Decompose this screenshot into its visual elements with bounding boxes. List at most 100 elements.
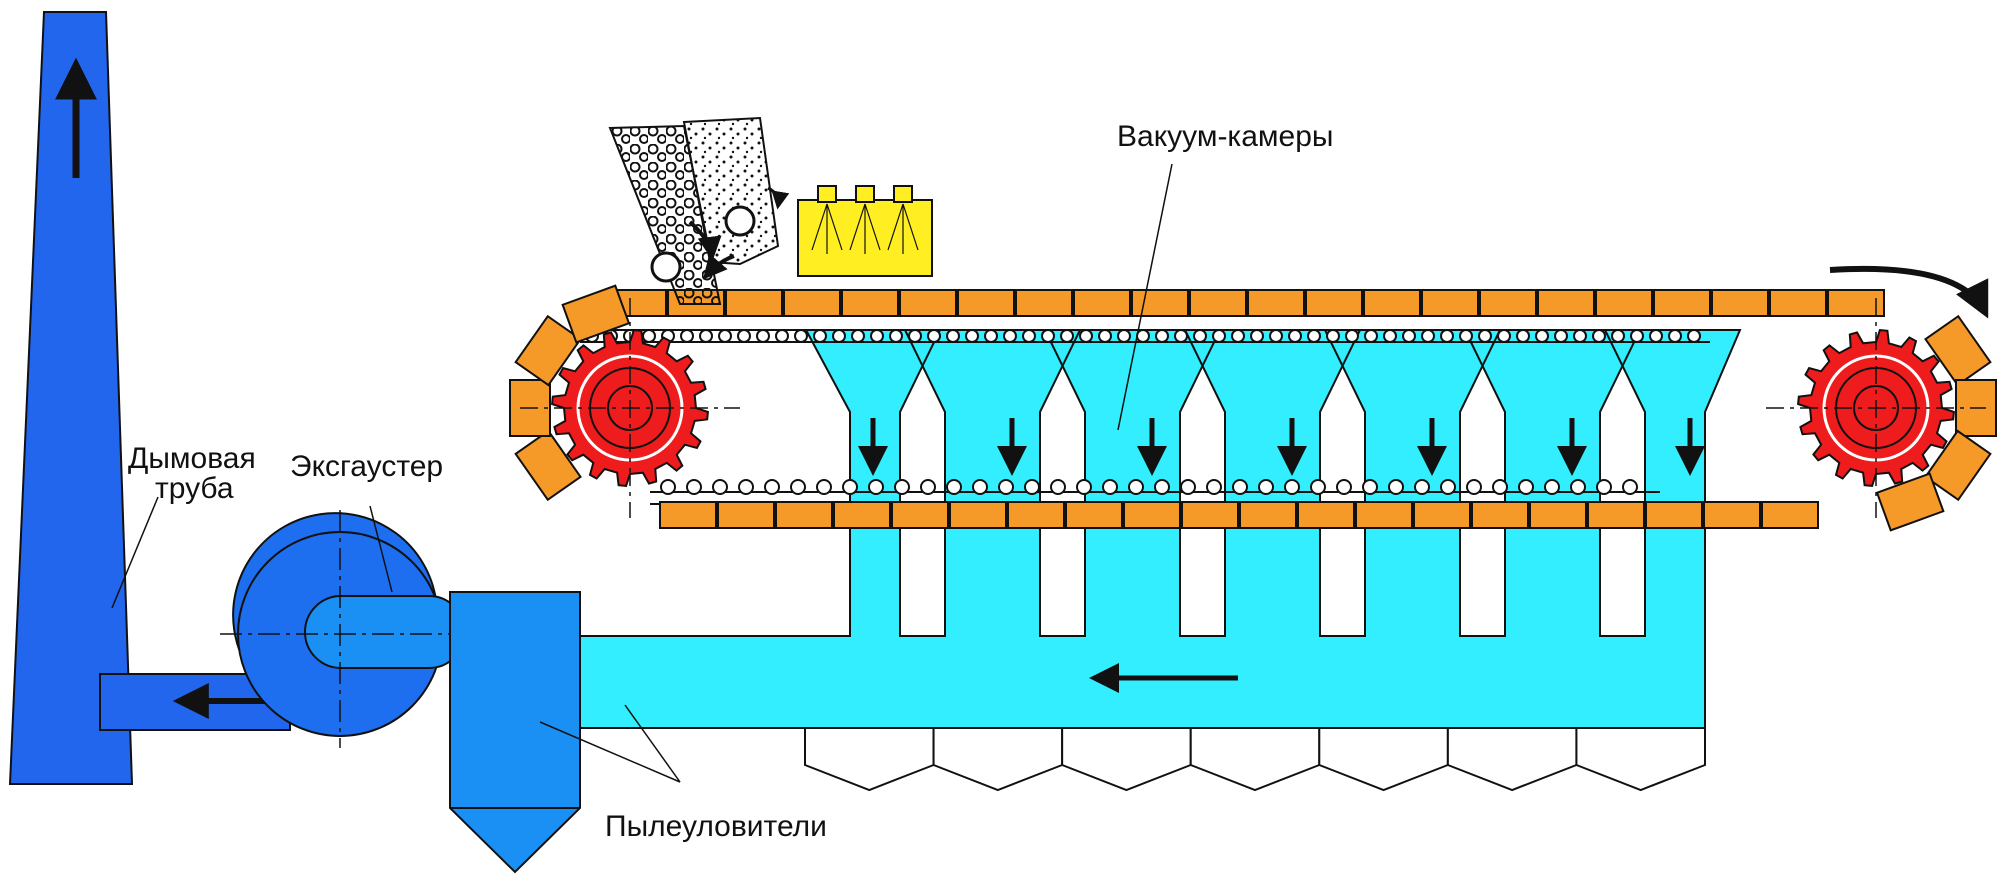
roller bbox=[1388, 479, 1404, 495]
roller bbox=[1497, 329, 1511, 343]
roller bbox=[1414, 479, 1430, 495]
roller bbox=[816, 479, 832, 495]
pallet bbox=[1529, 501, 1587, 529]
roller bbox=[851, 329, 865, 343]
roller bbox=[790, 479, 806, 495]
pallet bbox=[1073, 289, 1131, 317]
pallet bbox=[1239, 501, 1297, 529]
roller bbox=[712, 479, 728, 495]
chamber-arrows bbox=[858, 418, 1705, 476]
roller bbox=[1687, 329, 1701, 343]
roller bbox=[1060, 329, 1074, 343]
roller bbox=[680, 329, 694, 343]
pallet bbox=[659, 501, 717, 529]
pallet bbox=[1479, 289, 1537, 317]
pallet bbox=[1305, 289, 1363, 317]
pallet bbox=[1123, 501, 1181, 529]
roller bbox=[1079, 329, 1093, 343]
roller bbox=[775, 329, 789, 343]
roller bbox=[1307, 329, 1321, 343]
pallet bbox=[1131, 289, 1189, 317]
vacuum-chambers-label: Вакуум-камеры bbox=[1117, 120, 1333, 153]
roller bbox=[1573, 329, 1587, 343]
roller bbox=[686, 479, 702, 495]
pallet bbox=[783, 289, 841, 317]
dust-collector bbox=[449, 591, 581, 874]
roller bbox=[1336, 479, 1352, 495]
pallet bbox=[1413, 501, 1471, 529]
roller bbox=[718, 329, 732, 343]
pallet bbox=[1711, 289, 1769, 317]
roller bbox=[1622, 479, 1638, 495]
roller bbox=[1155, 329, 1169, 343]
pallet bbox=[1471, 501, 1529, 529]
roller bbox=[1117, 329, 1131, 343]
roller bbox=[1383, 329, 1397, 343]
roller bbox=[1098, 329, 1112, 343]
roller bbox=[1212, 329, 1226, 343]
roller bbox=[832, 329, 846, 343]
roller bbox=[1570, 479, 1586, 495]
roller bbox=[1128, 479, 1144, 495]
roller bbox=[1440, 329, 1454, 343]
pallet bbox=[1827, 289, 1885, 317]
pallet bbox=[1297, 501, 1355, 529]
pallet bbox=[717, 501, 775, 529]
roller bbox=[642, 329, 656, 343]
pallet bbox=[1703, 501, 1761, 529]
roller bbox=[1345, 329, 1359, 343]
roller bbox=[946, 329, 960, 343]
roller bbox=[1478, 329, 1492, 343]
pallet bbox=[1924, 429, 1992, 502]
hopper bbox=[1189, 727, 1321, 792]
pallet bbox=[841, 289, 899, 317]
pallet bbox=[725, 289, 783, 317]
roller bbox=[1466, 479, 1482, 495]
roller bbox=[1596, 479, 1612, 495]
roller bbox=[870, 329, 884, 343]
roller bbox=[1421, 329, 1435, 343]
roller bbox=[1231, 329, 1245, 343]
pallet bbox=[899, 289, 957, 317]
pallet bbox=[891, 501, 949, 529]
roller bbox=[1206, 479, 1222, 495]
hopper bbox=[1318, 727, 1449, 792]
pallet bbox=[1363, 289, 1421, 317]
pallet bbox=[1645, 501, 1703, 529]
pallet bbox=[1007, 501, 1065, 529]
roller bbox=[1288, 329, 1302, 343]
roller bbox=[1440, 479, 1456, 495]
pallet bbox=[1587, 501, 1645, 529]
pallet bbox=[1653, 289, 1711, 317]
chimney bbox=[8, 11, 291, 785]
hopper bbox=[804, 727, 935, 792]
sprockets bbox=[509, 284, 1997, 532]
roller bbox=[1041, 329, 1055, 343]
roller bbox=[1668, 329, 1682, 343]
roller bbox=[737, 329, 751, 343]
pallet bbox=[1875, 472, 1945, 532]
roller bbox=[1180, 479, 1196, 495]
roller bbox=[1611, 329, 1625, 343]
roller bbox=[1649, 329, 1663, 343]
pallet bbox=[1189, 289, 1247, 317]
exhauster-label: Эксгаустер bbox=[290, 450, 443, 483]
pallet bbox=[1247, 289, 1305, 317]
roller bbox=[1050, 479, 1066, 495]
roller bbox=[794, 329, 808, 343]
roller bbox=[1250, 329, 1264, 343]
pallet bbox=[1595, 289, 1653, 317]
pallet bbox=[1537, 289, 1595, 317]
sprocket-icon bbox=[1766, 298, 1986, 518]
roller bbox=[1362, 479, 1378, 495]
roller bbox=[1076, 479, 1092, 495]
roller bbox=[1492, 479, 1508, 495]
roller bbox=[920, 479, 936, 495]
roller bbox=[927, 329, 941, 343]
pallet bbox=[949, 501, 1007, 529]
pallet bbox=[514, 314, 582, 387]
wheel-pallets bbox=[1875, 314, 1997, 532]
roller bbox=[972, 479, 988, 495]
dust-collectors-label: Пылеуловители bbox=[605, 810, 827, 843]
